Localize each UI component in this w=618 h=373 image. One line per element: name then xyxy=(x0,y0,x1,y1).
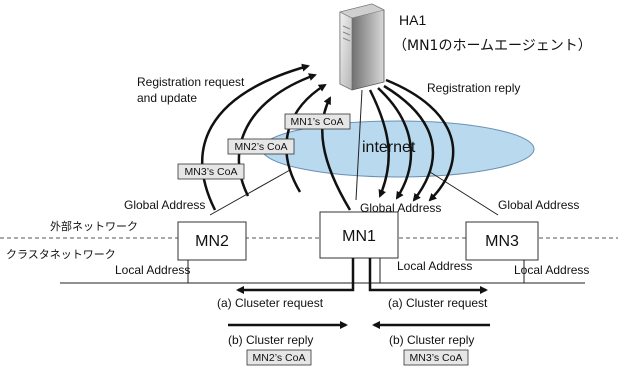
coa-box-mn2: MN2’s CoA xyxy=(227,138,295,155)
registration-reply-arrows xyxy=(368,78,455,202)
mn3-box xyxy=(465,221,539,261)
cluster-request-arrows xyxy=(236,258,488,294)
mn1-label: MN1 xyxy=(342,228,376,245)
svg-text:MN2’s CoA: MN2’s CoA xyxy=(253,352,306,364)
cluster-request-right: (a) Cluster request xyxy=(388,296,488,310)
coa-box-bottom-right: MN3’s CoA xyxy=(403,349,469,366)
cluster-network-label: クラスタネットワーク xyxy=(6,248,116,261)
network-links xyxy=(209,89,499,216)
registration-request-line2: and update xyxy=(137,91,197,105)
registration-request-line1: Registration request xyxy=(137,75,245,89)
registration-request-arrows xyxy=(201,63,352,211)
cluster-reply-right: (b) Cluster reply xyxy=(389,333,474,347)
coa-box-bottom-left: MN2’s CoA xyxy=(246,349,312,366)
cluster-reply-left: (b) Cluster reply xyxy=(228,333,313,347)
registration-reply-label: Registration reply xyxy=(427,81,520,95)
mn1-box xyxy=(319,211,399,259)
global-address-center: Global Address xyxy=(360,201,441,215)
mn2-label: MN2 xyxy=(195,233,229,250)
svg-text:MN2’s CoA: MN2’s CoA xyxy=(235,141,288,153)
global-address-right: Global Address xyxy=(498,198,579,212)
local-lan xyxy=(60,258,585,284)
local-address-right: Local Address xyxy=(514,263,589,277)
server-title: HA1 xyxy=(399,12,426,28)
local-address-left: Local Address xyxy=(115,263,190,277)
coa-box-mn3: MN3’s CoA xyxy=(177,163,245,180)
global-address-left: Global Address xyxy=(124,198,205,212)
mn3-label: MN3 xyxy=(485,233,519,250)
local-address-center: Local Address xyxy=(397,259,472,273)
cluster-request-left: (a) Cluseter request xyxy=(217,296,324,310)
svg-text:MN1’s CoA: MN1’s CoA xyxy=(291,116,344,128)
server-subtitle: （MN1のホームエージェント） xyxy=(393,38,592,54)
server-icon xyxy=(339,3,385,91)
svg-text:MN3’s CoA: MN3’s CoA xyxy=(185,166,238,178)
svg-text:MN3’s CoA: MN3’s CoA xyxy=(410,352,463,364)
external-network-label: 外部ネットワーク xyxy=(50,219,138,233)
coa-box-mn1: MN1’s CoA xyxy=(284,113,351,130)
mn2-box xyxy=(177,221,247,261)
